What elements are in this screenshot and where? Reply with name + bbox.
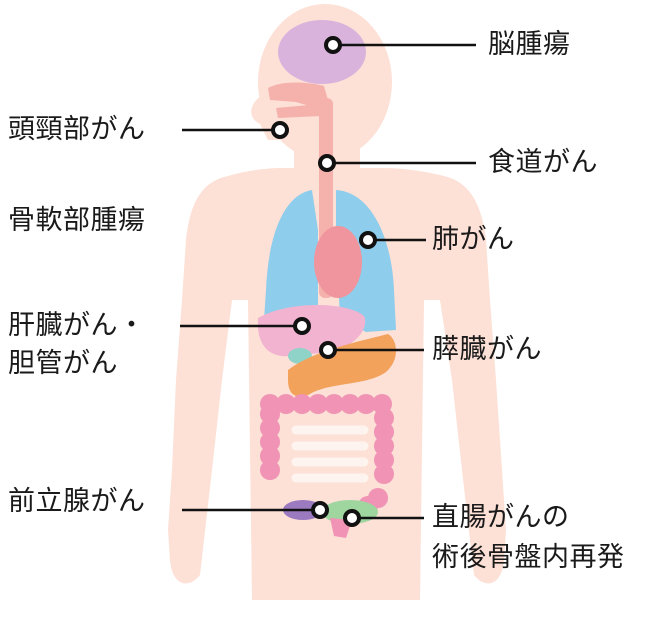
label-liver-cancer-line2: 胆管がん <box>8 346 118 382</box>
label-pancreatic-cancer: 膵臓がん <box>432 332 542 368</box>
marker-brain <box>326 38 340 52</box>
marker-esophagus <box>320 156 334 170</box>
label-esophageal-cancer: 食道がん <box>488 145 598 181</box>
label-rectal-cancer-line2: 術後骨盤内再発 <box>432 540 625 576</box>
colon-segment <box>374 464 394 484</box>
label-brain-tumor: 脳腫瘍 <box>488 27 571 63</box>
marker-head-neck <box>273 123 287 137</box>
label-rectal-cancer-line1: 直腸がんの <box>432 500 570 536</box>
heart-organ <box>314 226 362 298</box>
marker-lung <box>361 233 375 247</box>
label-lung-cancer: 肺がん <box>432 222 515 258</box>
label-bone-soft-tissue-tumor: 骨軟部腫瘍 <box>8 203 146 239</box>
marker-prostate <box>313 503 327 517</box>
marker-pancreas <box>321 343 335 357</box>
marker-rectum <box>345 511 359 525</box>
label-head-neck-cancer: 頭頸部がん <box>8 112 146 148</box>
brain-organ <box>278 20 366 84</box>
label-prostate-cancer: 前立腺がん <box>8 484 146 520</box>
label-liver-cancer-line1: 肝臓がん・ <box>8 308 146 344</box>
marker-liver <box>295 319 309 333</box>
